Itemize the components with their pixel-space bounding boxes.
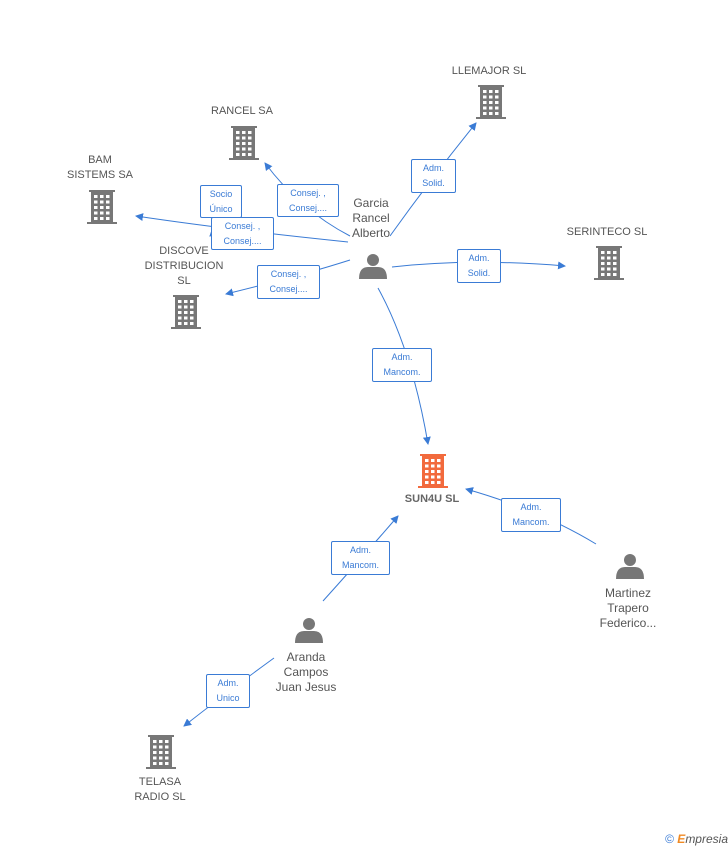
building-icon-bam[interactable]	[87, 190, 117, 224]
relation-box[interactable]: Socio Único	[200, 185, 242, 218]
person-icon-aranda[interactable]	[295, 618, 323, 643]
person-icon-garcia[interactable]	[359, 254, 387, 279]
company-label-llemajor: LLEMAJOR SL	[451, 65, 527, 77]
company-label-serinteco: SERINTECO SL	[566, 226, 648, 238]
building-icon-discove[interactable]	[171, 295, 201, 329]
relation-box[interactable]: Adm. Solid.	[411, 159, 456, 193]
company-label-telasa: TELASA RADIO SL	[134, 776, 186, 803]
nodes-layer	[87, 85, 644, 769]
person-label-garcia: Garcia Rancel Alberto	[351, 196, 391, 240]
building-icon-rancel[interactable]	[229, 126, 259, 160]
relation-box[interactable]: Consej. , Consej....	[257, 265, 320, 299]
building-icon-serinteco[interactable]	[594, 246, 624, 280]
empresia-logo: Empresia	[677, 832, 728, 846]
person-label-martinez: Martinez Trapero Federico...	[599, 586, 657, 630]
relation-box[interactable]: Adm. Mancom.	[331, 541, 390, 575]
relation-box[interactable]: Adm. Unico	[206, 674, 250, 708]
person-label-aranda: Aranda Campos Juan Jesus	[275, 650, 337, 694]
copyright-symbol: ©	[665, 832, 674, 846]
building-icon-telasa[interactable]	[146, 735, 176, 769]
relation-box[interactable]: Consej. , Consej....	[277, 184, 339, 217]
relation-box[interactable]: Adm. Solid.	[457, 249, 501, 283]
person-icon-martinez[interactable]	[616, 554, 644, 579]
company-label-sun4u: SUN4U SL	[404, 493, 460, 505]
company-label-bam: BAM SISTEMS SA	[66, 154, 134, 181]
company-label-rancel: RANCEL SA	[211, 105, 273, 117]
relation-box[interactable]: Adm. Mancom.	[372, 348, 432, 382]
relation-box[interactable]: Adm. Mancom.	[501, 498, 561, 532]
company-label-discove: DISCOVE DISTRIBUCION SL	[144, 245, 224, 287]
footer-brand: © Empresia	[665, 832, 728, 846]
relation-box[interactable]: Consej. , Consej....	[211, 217, 274, 250]
building-icon-llemajor[interactable]	[476, 85, 506, 119]
building-icon-sun4u[interactable]	[418, 454, 448, 488]
